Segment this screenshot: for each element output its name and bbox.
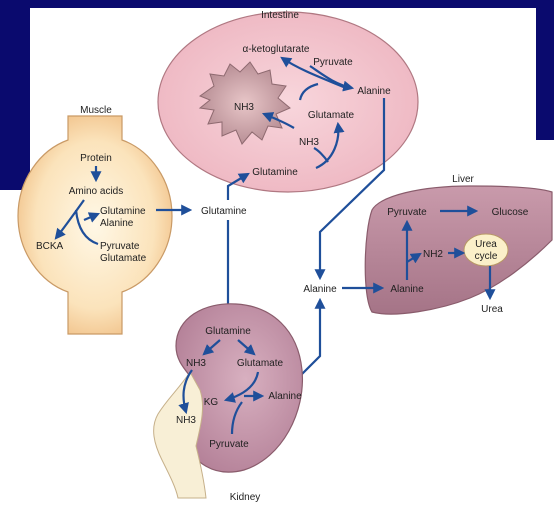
- arrow-glutamine-to-intestine: [226, 172, 250, 200]
- intestine-glutamate-label: Glutamate: [308, 110, 355, 121]
- slide-left-band: [0, 0, 30, 190]
- intestine-organ: [157, 11, 419, 193]
- muscle-amino-acids-label: Amino acids: [69, 186, 123, 197]
- liver-urea-cycle-line2: cycle: [475, 251, 498, 262]
- liver-glucose-label: Glucose: [492, 207, 529, 218]
- intestine-akg-label: α-ketoglutarate: [243, 44, 310, 55]
- arrow-glutamine-nh3-branch: [313, 147, 329, 163]
- kidney-glutamine-label: Glutamine: [205, 326, 251, 337]
- kidney-pyruvate-label: Pyruvate: [209, 439, 249, 450]
- slide-top-band: [0, 0, 554, 8]
- slide-right-band: [536, 0, 554, 140]
- arrow-kidney-alanine-to-blood: [295, 297, 326, 381]
- arrow-kglutamine-to-nh3: [202, 339, 221, 356]
- blood-glutamine-label: Glutamine: [201, 206, 247, 217]
- muscle-alanine-label: Alanine: [100, 218, 134, 229]
- arrow-intestine-alanine-to-blood: [314, 98, 386, 281]
- arrow-glutamine-to-glutamate: [315, 121, 345, 170]
- liver-nh2-label: NH2: [423, 249, 443, 260]
- arrow-pyruvate-to-alanine: [309, 65, 355, 92]
- liver-title: Liver: [452, 174, 474, 185]
- arrow-glutamate-to-kg: [223, 371, 260, 403]
- arrow-nh3-to-urine: [178, 369, 193, 415]
- muscle-title: Muscle: [80, 105, 112, 116]
- intestine-title: Intestine: [261, 10, 299, 21]
- liver-alanine-label: Alanine: [390, 284, 424, 295]
- arrow-pyruvate-glutamate-branch: [74, 209, 99, 246]
- intestine-nh3-small-label: NH3: [299, 137, 319, 148]
- kidney-nh3-label: NH3: [186, 358, 206, 369]
- muscle-organ: [17, 115, 173, 335]
- muscle-glutamate-label: Glutamate: [100, 253, 147, 264]
- kidney-alanine-label: Alanine: [268, 391, 302, 402]
- kidney-title: Kidney: [230, 492, 261, 503]
- arrow-to-glutamine-alanine: [83, 212, 101, 223]
- arrow-nh3-to-lumen: [261, 112, 295, 129]
- muscle-protein-label: Protein: [80, 153, 112, 164]
- intestine-alanine-label: Alanine: [357, 86, 391, 97]
- muscle-pyruvate-label: Pyruvate: [100, 241, 140, 252]
- intestine-lumen: [198, 61, 291, 145]
- blood-alanine-label: Alanine: [303, 284, 337, 295]
- arrow-alanine-to-akg: [280, 56, 347, 90]
- muscle-bcka-label: BCKA: [36, 241, 64, 252]
- arrow-kglutamine-to-glutamate: [237, 339, 256, 356]
- liver-urea-label: Urea: [481, 304, 503, 315]
- arrow-glutamate-joins: [298, 82, 319, 101]
- liver-urea-cycle-line1: Urea: [475, 239, 497, 250]
- liver-pyruvate-label: Pyruvate: [387, 207, 427, 218]
- intestine-glutamine-label: Glutamine: [252, 167, 298, 178]
- arrow-amino-to-bcka: [54, 199, 85, 240]
- intestine-pyruvate-label: Pyruvate: [313, 57, 353, 68]
- kidney-nh3-urine-label: NH3: [176, 415, 196, 426]
- kidney-kg-label: KG: [204, 397, 219, 408]
- ureter: [153, 371, 207, 499]
- arrow-alanine-to-nh2: [406, 252, 422, 264]
- kidney-glutamate-label: Glutamate: [237, 358, 284, 369]
- muscle-glutamine-label: Glutamine: [100, 206, 146, 217]
- arrow-pyruvate-branch: [230, 401, 243, 435]
- intestine-nh3-center-label: NH3: [234, 102, 254, 113]
